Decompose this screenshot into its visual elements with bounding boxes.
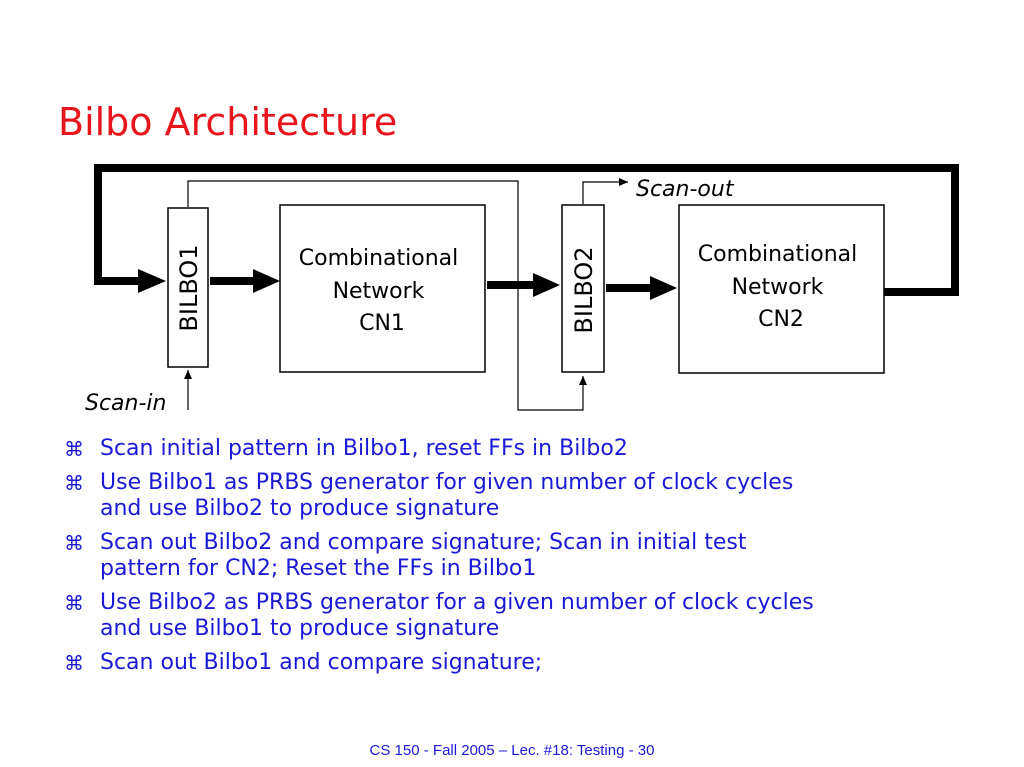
scan-out-line <box>582 178 628 204</box>
command-key-bullet-icon: ⌘ <box>64 437 84 461</box>
svg-text:Combinational Network: Combinational Network CN2 <box>698 242 865 332</box>
bullet-item: ⌘ Use Bilbo1 as PRBS generator for given… <box>64 470 984 522</box>
bullet-item: ⌘ Use Bilbo2 as PRBS generator for a giv… <box>64 590 984 642</box>
cn1-box <box>279 204 486 373</box>
bullet-item: ⌘ Scan initial pattern in Bilbo1, reset … <box>64 436 984 462</box>
command-key-bullet-icon: ⌘ <box>64 531 84 555</box>
bullet-text: Scan initial pattern in Bilbo1, reset FF… <box>100 436 628 461</box>
cn2-line3: CN2 <box>758 307 804 332</box>
bullet-text: and use Bilbo2 to produce signature <box>100 496 500 521</box>
bilbo-architecture-diagram: BILBO1 Combinational Network CN1 BILBO2 … <box>85 164 959 416</box>
command-key-bullet-icon: ⌘ <box>64 651 84 675</box>
feedback-arrowhead <box>138 269 166 293</box>
command-key-bullet-icon: ⌘ <box>64 471 84 495</box>
cn2-line1: Combinational <box>698 242 858 267</box>
scan-in-label: Scan-in <box>85 391 166 416</box>
arrow-bilbo2-to-cn2-head <box>650 276 677 300</box>
slide-footer: CS 150 - Fall 2005 – Lec. #18: Testing -… <box>369 742 655 759</box>
bilbo2-register <box>561 204 605 373</box>
bullet-item: ⌘ Scan out Bilbo2 and compare signature;… <box>64 530 984 582</box>
bullet-text: Scan out Bilbo2 and compare signature; S… <box>100 530 747 555</box>
svg-text:Combinational Network: Combinational Network CN1 <box>299 246 466 336</box>
arrow-bilbo1-to-cn1-head <box>253 269 280 293</box>
bilbo1-label: BILBO1 <box>175 244 203 331</box>
bullet-text: pattern for CN2; Reset the FFs in Bilbo1 <box>100 556 537 581</box>
cn1-line2: Network <box>333 279 425 304</box>
feedback-loop-line <box>94 164 959 296</box>
cn2-line2: Network <box>732 275 824 300</box>
bullet-text: and use Bilbo1 to produce signature <box>100 616 500 641</box>
scan-chain-line <box>187 180 587 411</box>
bilbo2-label: BILBO2 <box>570 246 598 333</box>
slide-title: Bilbo Architecture <box>58 100 398 144</box>
bullet-list: ⌘ Scan initial pattern in Bilbo1, reset … <box>64 436 984 684</box>
scan-out-label: Scan-out <box>636 177 735 202</box>
bullet-text: Use Bilbo1 as PRBS generator for given n… <box>100 470 794 495</box>
cn1-line3: CN1 <box>359 311 405 336</box>
command-key-bullet-icon: ⌘ <box>64 591 84 615</box>
cn2-box <box>678 204 885 374</box>
bullet-item: ⌘ Scan out Bilbo1 and compare signature; <box>64 650 984 676</box>
bilbo1-register <box>167 207 209 368</box>
cn1-line1: Combinational <box>299 246 459 271</box>
arrow-cn1-to-bilbo2-head <box>533 273 560 297</box>
bullet-text: Use Bilbo2 as PRBS generator for a given… <box>100 590 814 615</box>
bullet-text: Scan out Bilbo1 and compare signature; <box>100 650 543 675</box>
